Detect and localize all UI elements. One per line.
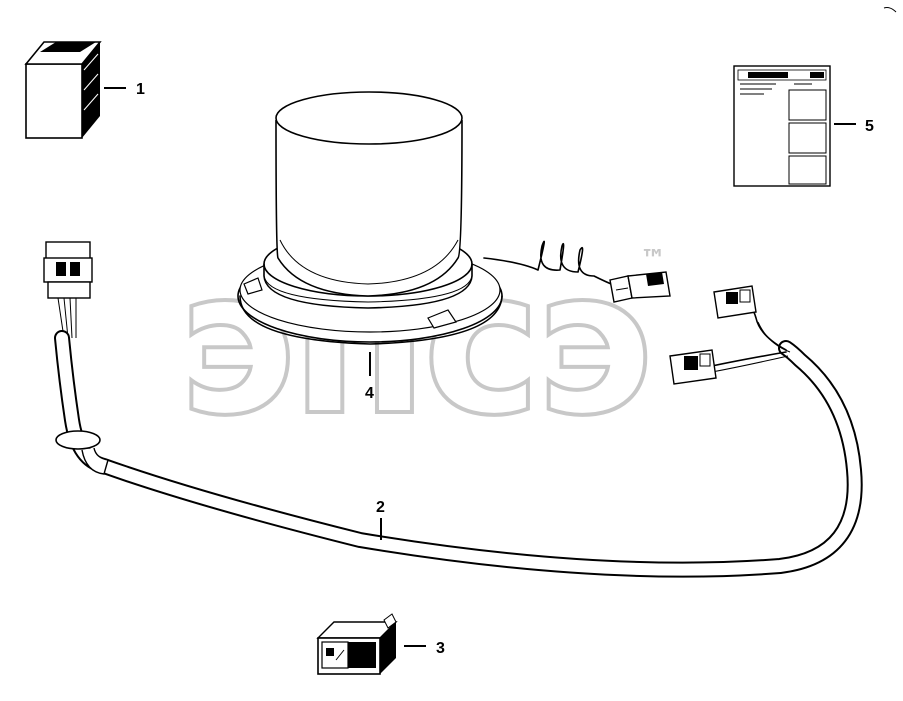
callout-3: 3: [436, 640, 445, 657]
harness-connector-upper: [713, 285, 757, 319]
callout-5: 5: [865, 118, 874, 135]
callout-2: 2: [376, 499, 385, 516]
watermark-trademark: ™: [640, 245, 666, 275]
harness-connector-lower: [669, 349, 717, 385]
part-2-wiring-harness[interactable]: [43, 241, 863, 578]
corner-mark: [883, 7, 897, 13]
part-5-instruction-sheet[interactable]: [733, 65, 831, 187]
part-1-relay-box[interactable]: [24, 41, 102, 139]
harness-left-connector: [43, 241, 93, 339]
part-3-rocker-switch[interactable]: [316, 613, 398, 675]
part-4-beacon-lamp[interactable]: [237, 91, 671, 345]
callout-4: 4: [365, 385, 374, 402]
callout-1: 1: [136, 81, 145, 98]
beacon-plug: [609, 271, 671, 303]
